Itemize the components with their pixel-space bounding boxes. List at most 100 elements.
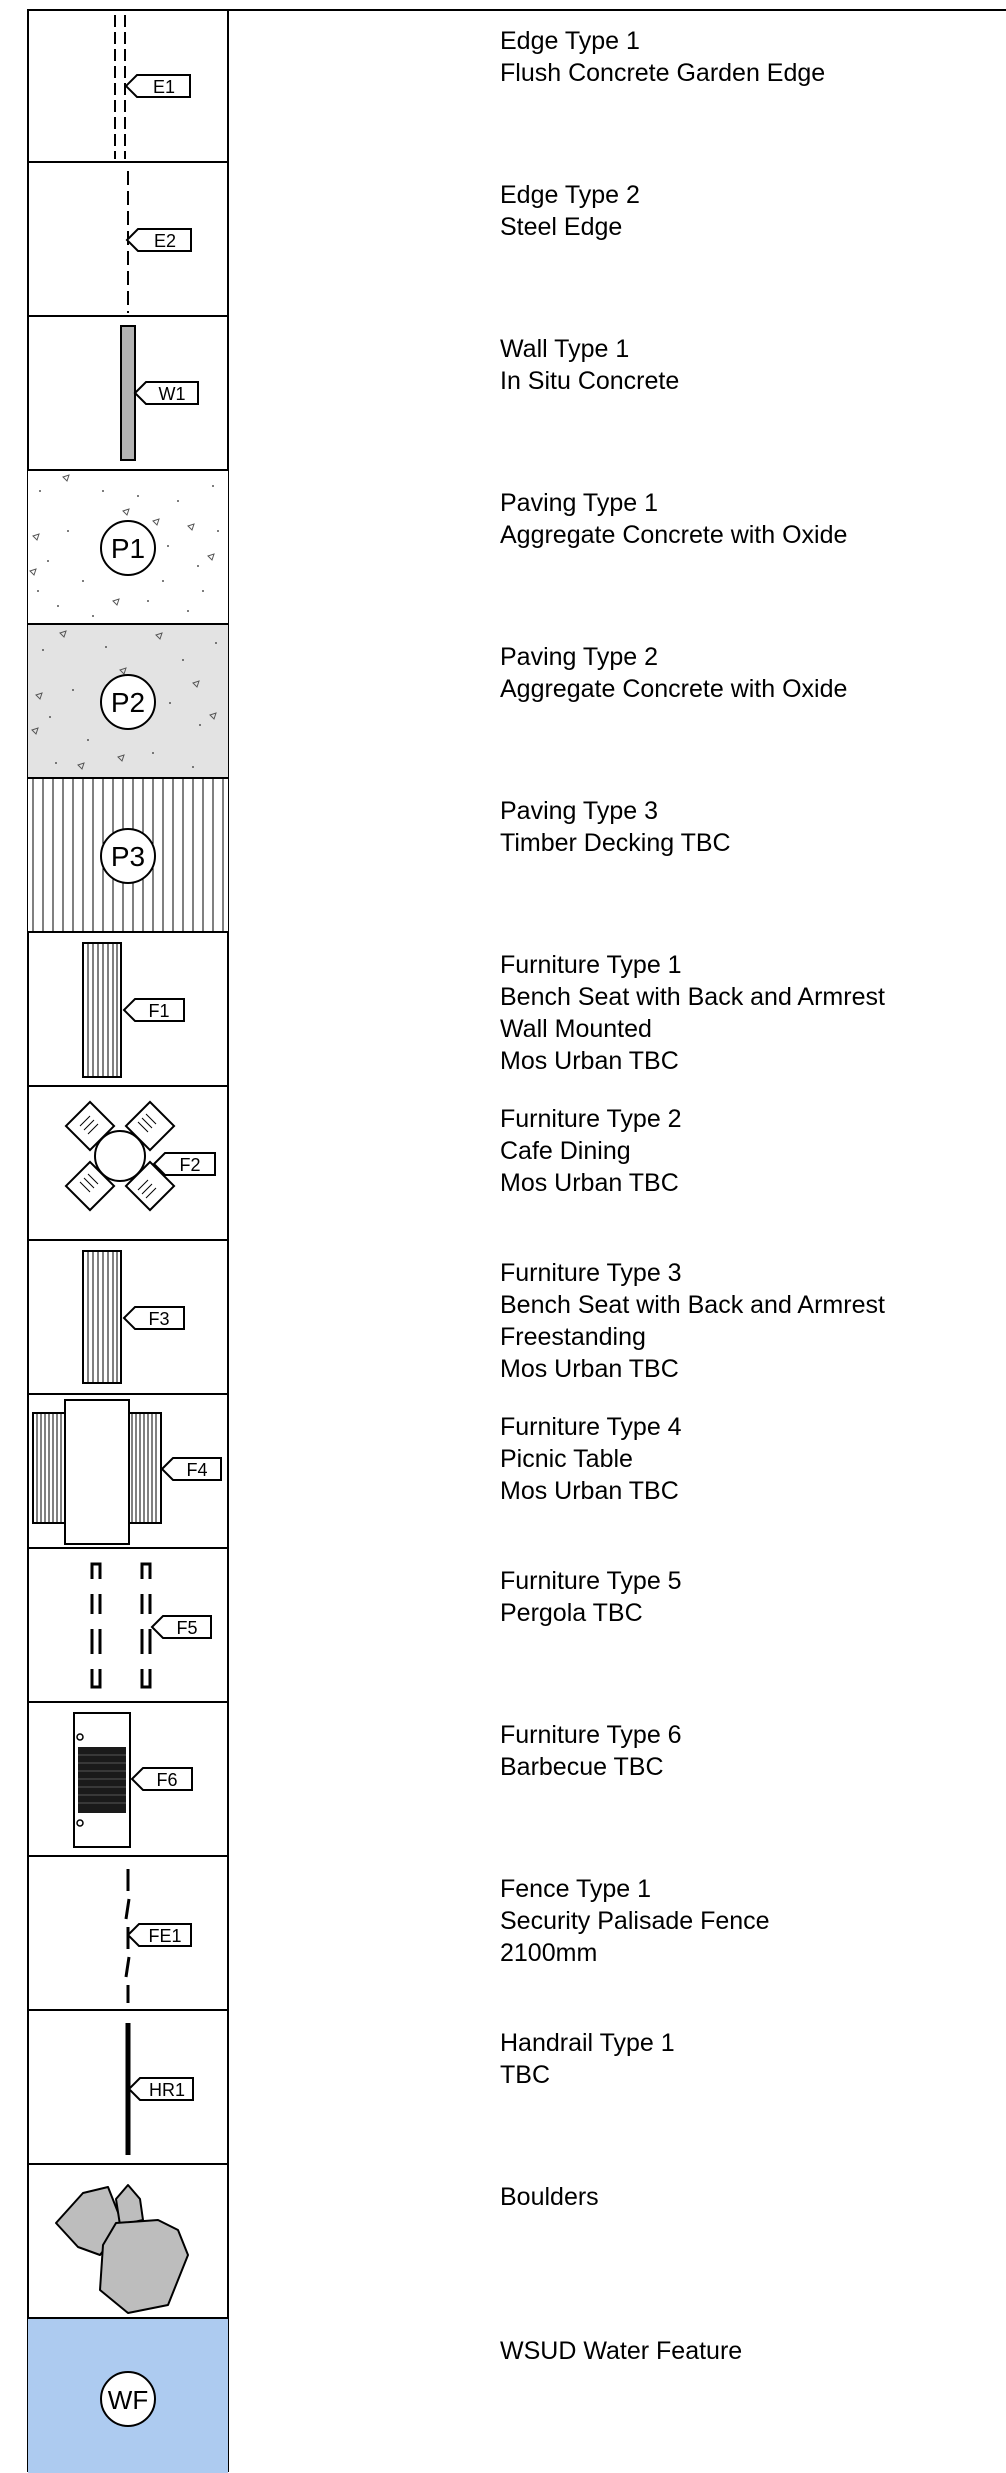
paving-type-3-tag: P3 <box>111 841 145 872</box>
handrail-type-1-spec: TBC <box>500 2061 550 2089</box>
aggregate-concrete-icon: P1 <box>28 471 228 623</box>
legend-row-furniture-type-2: F2 Furniture Type 2 Cafe Dining Mos Urba… <box>0 1087 1006 1241</box>
legend-row-paving-type-2: P2 Paving Type 2 Aggregate Concrete with… <box>0 625 1006 779</box>
pergola-icon: F5 <box>90 1562 212 1689</box>
wall-type-1-description: Wall Type 1 In Situ Concrete <box>500 333 990 397</box>
furniture-type-4-description: Furniture Type 4 Picnic Table Mos Urban … <box>500 1411 990 1507</box>
fence-type-1-tag: FE1 <box>148 1926 181 1946</box>
boulders-symbol <box>28 2165 228 2319</box>
timber-decking-icon: P3 <box>28 779 228 931</box>
water-feature-icon: WF <box>28 2319 228 2473</box>
table-column-divider <box>227 9 229 2472</box>
legend-row-fence-type-1: FE1 Fence Type 1 Security Palisade Fence… <box>0 1857 1006 2011</box>
furniture-type-4-spec-2: Mos Urban TBC <box>500 1477 679 1505</box>
edge-type-1-description: Edge Type 1 Flush Concrete Garden Edge <box>500 25 990 89</box>
furniture-type-2-title: Furniture Type 2 <box>500 1105 682 1133</box>
furniture-type-5-spec: Pergola TBC <box>500 1599 643 1627</box>
fence-type-1-description: Fence Type 1 Security Palisade Fence 210… <box>500 1873 990 1969</box>
edge-type-1-spec: Flush Concrete Garden Edge <box>500 59 826 87</box>
steel-edge-icon: E2 <box>125 171 192 313</box>
handrail-icon: HR1 <box>125 2023 194 2155</box>
furniture-type-6-spec: Barbecue TBC <box>500 1753 664 1781</box>
furniture-type-6-tag: F6 <box>156 1770 177 1790</box>
paving-type-1-description: Paving Type 1 Aggregate Concrete with Ox… <box>500 487 990 551</box>
fence-type-1-spec-2: 2100mm <box>500 1939 598 1967</box>
furniture-type-5-symbol: F5 <box>28 1549 228 1703</box>
edge-type-2-symbol: E2 <box>28 163 228 317</box>
handrail-type-1-title: Handrail Type 1 <box>500 2029 675 2057</box>
table-top-border <box>27 9 1006 11</box>
furniture-type-4-symbol: F4 <box>28 1395 228 1549</box>
wall-type-1-spec: In Situ Concrete <box>500 367 680 395</box>
furniture-type-3-spec-1: Bench Seat with Back and Armrest <box>500 1291 885 1319</box>
paving-type-3-title: Paving Type 3 <box>500 797 658 825</box>
boulders-description: Boulders <box>500 2181 990 2213</box>
freestanding-bench-icon: F3 <box>82 1250 185 1384</box>
palisade-fence-icon: FE1 <box>124 1869 192 2003</box>
furniture-type-5-title: Furniture Type 5 <box>500 1567 682 1595</box>
boulders-title: Boulders <box>500 2183 599 2211</box>
legend-row-wall-type-1: W1 Wall Type 1 In Situ Concrete <box>0 317 1006 471</box>
paving-type-2-spec: Aggregate Concrete with Oxide <box>500 675 848 703</box>
furniture-type-6-title: Furniture Type 6 <box>500 1721 682 1749</box>
wall-type-1-symbol: W1 <box>28 317 228 471</box>
legend-row-paving-type-3: P3 Paving Type 3 Timber Decking TBC <box>0 779 1006 933</box>
paving-type-2-tag: P2 <box>111 687 145 718</box>
legend-row-edge-type-2: E2 Edge Type 2 Steel Edge <box>0 163 1006 317</box>
legend-row-paving-type-1: P1 Paving Type 1 Aggregate Concrete with… <box>0 471 1006 625</box>
furniture-type-5-tag: F5 <box>176 1618 197 1638</box>
wall-type-1-title: Wall Type 1 <box>500 335 630 363</box>
cafe-dining-set-icon: F2 <box>64 1100 216 1212</box>
wsud-water-feature-title: WSUD Water Feature <box>500 2337 743 2365</box>
furniture-type-1-tag: F1 <box>148 1001 169 1021</box>
flush-concrete-edge-icon: E1 <box>114 15 191 159</box>
picnic-table-icon: F4 <box>32 1399 222 1545</box>
furniture-type-5-description: Furniture Type 5 Pergola TBC <box>500 1565 990 1629</box>
furniture-type-1-title: Furniture Type 1 <box>500 951 682 979</box>
wall-mounted-bench-icon: F1 <box>82 942 185 1078</box>
handrail-type-1-tag: HR1 <box>149 2080 185 2100</box>
legend-row-furniture-type-4: F4 Furniture Type 4 Picnic Table Mos Urb… <box>0 1395 1006 1549</box>
handrail-type-1-description: Handrail Type 1 TBC <box>500 2027 990 2091</box>
legend-row-furniture-type-3: F3 Furniture Type 3 Bench Seat with Back… <box>0 1241 1006 1395</box>
furniture-type-1-description: Furniture Type 1 Bench Seat with Back an… <box>500 949 990 1077</box>
furniture-type-6-description: Furniture Type 6 Barbecue TBC <box>500 1719 990 1783</box>
paving-type-3-symbol: P3 <box>28 779 228 933</box>
paving-type-1-symbol: P1 <box>28 471 228 625</box>
furniture-type-3-title: Furniture Type 3 <box>500 1259 682 1287</box>
furniture-type-1-symbol: F1 <box>28 933 228 1087</box>
paving-type-1-tag: P1 <box>111 533 145 564</box>
furniture-type-3-spec-2: Freestanding <box>500 1323 646 1351</box>
paving-type-2-description: Paving Type 2 Aggregate Concrete with Ox… <box>500 641 990 705</box>
legend-row-wsud-water-feature: WF WSUD Water Feature <box>0 2319 1006 2473</box>
furniture-type-1-spec-2: Wall Mounted <box>500 1015 652 1043</box>
fence-type-1-symbol: FE1 <box>28 1857 228 2011</box>
furniture-type-3-symbol: F3 <box>28 1241 228 1395</box>
paving-type-3-description: Paving Type 3 Timber Decking TBC <box>500 795 990 859</box>
paving-type-2-symbol: P2 <box>28 625 228 779</box>
furniture-type-4-tag: F4 <box>186 1460 207 1480</box>
furniture-type-4-title: Furniture Type 4 <box>500 1413 682 1441</box>
edge-type-1-title: Edge Type 1 <box>500 27 640 55</box>
legend-row-furniture-type-5: F5 Furniture Type 5 Pergola TBC <box>0 1549 1006 1703</box>
fence-type-1-spec-1: Security Palisade Fence <box>500 1907 770 1935</box>
legend-row-boulders: Boulders <box>0 2165 1006 2319</box>
legend-row-furniture-type-1: F1 Furniture Type 1 Bench Seat with Back… <box>0 933 1006 1087</box>
paving-type-3-spec: Timber Decking TBC <box>500 829 731 857</box>
edge-type-2-title: Edge Type 2 <box>500 181 640 209</box>
legend-row-handrail-type-1: HR1 Handrail Type 1 TBC <box>0 2011 1006 2165</box>
furniture-type-3-tag: F3 <box>148 1309 169 1329</box>
paving-type-1-spec: Aggregate Concrete with Oxide <box>500 521 848 549</box>
oxide-aggregate-concrete-icon: P2 <box>28 625 228 777</box>
furniture-type-2-symbol: F2 <box>28 1087 228 1241</box>
furniture-type-3-description: Furniture Type 3 Bench Seat with Back an… <box>500 1257 990 1385</box>
legend-row-edge-type-1: E1 Edge Type 1 Flush Concrete Garden Edg… <box>0 9 1006 163</box>
edge-type-2-tag: E2 <box>154 231 176 251</box>
furniture-type-2-spec-1: Cafe Dining <box>500 1137 631 1165</box>
furniture-type-2-tag: F2 <box>179 1155 200 1175</box>
furniture-type-1-spec-3: Mos Urban TBC <box>500 1047 679 1075</box>
edge-type-2-description: Edge Type 2 Steel Edge <box>500 179 990 243</box>
furniture-type-2-spec-2: Mos Urban TBC <box>500 1169 679 1197</box>
furniture-type-4-spec-1: Picnic Table <box>500 1445 633 1473</box>
